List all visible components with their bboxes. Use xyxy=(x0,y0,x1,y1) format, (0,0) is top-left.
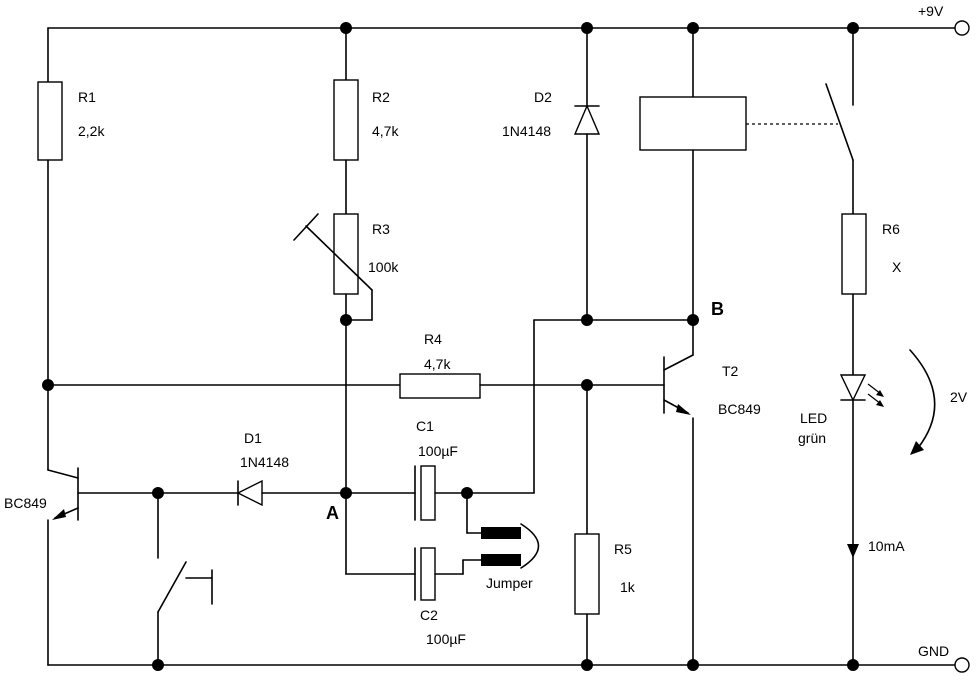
r5-name: R5 xyxy=(614,541,632,557)
c1-name: C1 xyxy=(416,418,434,434)
junction-dot xyxy=(340,314,352,326)
junction-dot xyxy=(581,379,593,391)
r3-name: R3 xyxy=(372,221,390,237)
relay-switch-contact xyxy=(825,83,854,161)
junction-dot xyxy=(581,659,593,671)
jumper-label: Jumper xyxy=(486,575,533,591)
c2-value: 100µF xyxy=(426,631,466,647)
r3-value: 100k xyxy=(368,259,399,275)
led-label-line1: LED xyxy=(800,410,827,426)
resistor-r1 xyxy=(37,81,63,161)
r4-value: 4,7k xyxy=(424,356,451,372)
c2-name: C2 xyxy=(420,607,438,623)
gnd-terminal xyxy=(954,657,970,673)
led-diode xyxy=(839,374,867,402)
junction-dot xyxy=(340,487,352,499)
junction-dot xyxy=(687,22,699,34)
resistor-r3 xyxy=(333,213,359,295)
switch-lever xyxy=(157,561,187,613)
junction-dot xyxy=(152,487,164,499)
voltage-arrow xyxy=(910,441,924,455)
voltage-arc xyxy=(909,349,936,449)
resistor-r6 xyxy=(841,213,867,295)
junction-dot xyxy=(42,379,54,391)
t2-name: T2 xyxy=(722,363,739,379)
led-ray-arrow-1 xyxy=(876,390,884,397)
t2-emitter-arrow xyxy=(676,404,691,415)
t1-value: BC849 xyxy=(4,495,47,511)
junction-dot xyxy=(152,659,164,671)
r2-value: 4,7k xyxy=(372,123,399,139)
junction-dot xyxy=(847,659,859,671)
d1-name: D1 xyxy=(244,430,262,446)
junction-dot xyxy=(581,314,593,326)
led-ray-arrow-2 xyxy=(876,400,884,407)
d2-name: D2 xyxy=(534,89,552,105)
node-a-label: A xyxy=(326,503,339,523)
vcc-terminal xyxy=(954,20,970,36)
resistor-r2 xyxy=(333,79,359,161)
r2-name: R2 xyxy=(372,89,390,105)
relay-coil xyxy=(639,96,747,151)
d1-value: 1N4148 xyxy=(240,454,289,470)
vcc-label: +9V xyxy=(918,3,944,19)
t2-value: BC849 xyxy=(718,401,761,417)
junction-dot xyxy=(581,22,593,34)
r3-wiper xyxy=(305,225,373,291)
diode-d1 xyxy=(236,479,263,507)
led-label-line2: grün xyxy=(798,430,826,446)
current-arrow xyxy=(847,544,859,558)
c1-value: 100µF xyxy=(418,443,458,459)
led-voltage-label: 2V xyxy=(950,389,968,405)
r1-name: R1 xyxy=(78,89,96,105)
t1-collector xyxy=(47,469,79,479)
junction-dot xyxy=(847,22,859,34)
r4-name: R4 xyxy=(424,331,442,347)
gnd-label: GND xyxy=(918,643,949,659)
r6-value: X xyxy=(892,259,902,275)
resistor-r4 xyxy=(399,373,481,399)
d2-value: 1N4148 xyxy=(502,123,551,139)
junction-dot xyxy=(687,314,699,326)
r1-value: 2,2k xyxy=(78,123,105,139)
t1-emitter-arrow xyxy=(52,509,66,520)
junction-dot xyxy=(461,487,473,499)
r5-value: 1k xyxy=(620,579,636,595)
capacitor-c2 xyxy=(420,547,436,601)
node-b-label: B xyxy=(711,299,724,319)
led-current-label: 10mA xyxy=(868,538,905,554)
jumper-pin-bottom xyxy=(481,554,521,566)
junction-dot xyxy=(340,22,352,34)
resistor-r5 xyxy=(574,533,600,615)
diode-d2 xyxy=(573,104,601,135)
r6-name: R6 xyxy=(882,221,900,237)
jumper-bridge xyxy=(520,523,540,569)
jumper-pin-top xyxy=(481,527,521,539)
junction-dot xyxy=(687,659,699,671)
capacitor-c1 xyxy=(420,465,436,521)
t2-collector xyxy=(663,354,694,371)
